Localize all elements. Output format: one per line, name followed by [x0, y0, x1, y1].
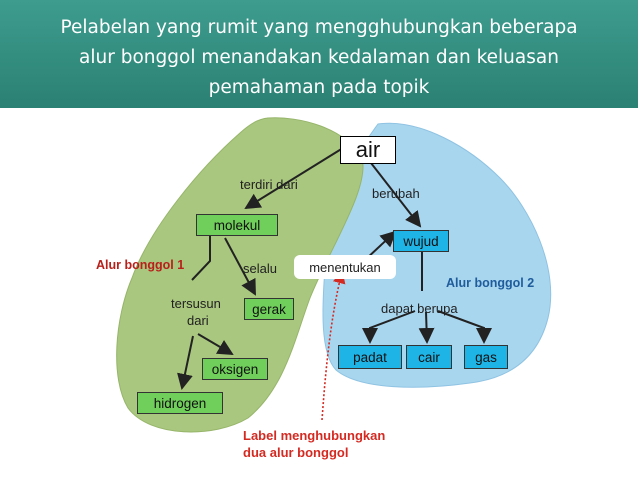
node-padat: padat [338, 345, 402, 369]
arrow-dari-oksigen [197, 333, 234, 356]
flow-region-1 [116, 117, 364, 433]
arrow-dapat-padat [362, 310, 416, 344]
link-dari: dari [187, 313, 209, 328]
title-line-3: pemahaman pada topik [208, 77, 430, 98]
title-line-1: Pelabelan yang rumit yang mengghubungkan… [60, 17, 578, 38]
node-oksigen: oksigen [202, 358, 268, 380]
title-line-2: alur bonggol menandakan kedalaman dan ke… [79, 47, 559, 68]
node-molekul: molekul [196, 214, 278, 236]
link-selalu: selalu [243, 261, 277, 276]
link-dapat-berupa: dapat berupa [381, 301, 458, 316]
link-berubah: berubah [372, 186, 420, 201]
node-gerak: gerak [244, 298, 294, 320]
arrow-molekul-gerak [224, 237, 256, 296]
node-cair: cair [406, 345, 452, 369]
link-terdiri-dari: terdiri dari [240, 177, 298, 192]
node-wujud: wujud [393, 230, 449, 252]
arrow-air-wujud [370, 162, 422, 228]
annotation-note-line-1: Label menghubungkan [243, 428, 386, 443]
annotation-arrow [321, 270, 346, 421]
arrow-molekul-tersusun [191, 236, 211, 281]
annotation-note-line-2: dua alur bonggol [243, 445, 349, 460]
link-menentukan: menentukan [294, 255, 396, 279]
concept-map-canvas [116, 117, 552, 433]
link-tersusun: tersusun [171, 296, 221, 311]
node-gas: gas [464, 345, 508, 369]
flow-label-2: Alur bonggol 2 [446, 276, 535, 290]
arrow-dapat-cair [418, 311, 435, 344]
arrow-dapat-gas [437, 310, 492, 344]
node-hidrogen: hidrogen [137, 392, 223, 414]
node-air: air [340, 136, 396, 164]
flow-label-1: Alur bonggol 1 [96, 258, 185, 272]
title-banner: Pelabelan yang rumit yang mengghubungkan… [0, 0, 638, 108]
arrow-dari-hidrogen [177, 335, 194, 390]
arrow-air-molekul [244, 147, 344, 210]
